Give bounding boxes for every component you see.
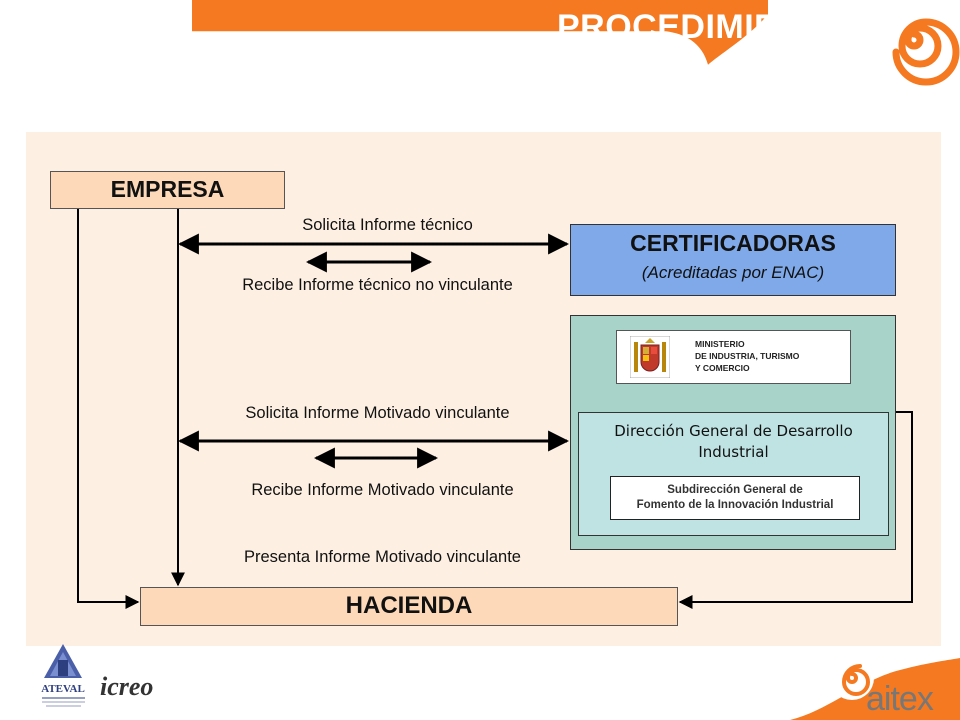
edge-label-recibe-motivado: Recibe Informe Motivado vinculante	[251, 481, 514, 499]
edge-label-solicita-tecnico: Solicita Informe técnico	[302, 216, 473, 234]
ministerio-line-1: MINISTERIO	[695, 339, 745, 349]
ministry-to-hacienda-elbow	[678, 411, 913, 609]
svg-text:ATEVAL: ATEVAL	[41, 683, 85, 695]
empresa-to-hacienda-elbow	[77, 209, 140, 609]
subdireccion-text: Subdirección General de Fomento de la In…	[610, 483, 860, 513]
ateval-logo-icon: ATEVAL	[41, 644, 85, 707]
direccion-general-text: Dirección General de Desarrollo Industri…	[578, 421, 889, 463]
subdireccion-line-2: Fomento de la Innovación Industrial	[636, 499, 834, 511]
direccion-general-line-1: Dirección General de Desarrollo	[614, 422, 853, 440]
edge-label-presenta-motivado: Presenta Informe Motivado vinculante	[244, 548, 521, 566]
ministerio-line-2: DE INDUSTRIA, TURISMO	[695, 351, 800, 361]
empresa-node: EMPRESA	[50, 171, 285, 209]
certificadoras-node: CERTIFICADORAS (Acreditadas por ENAC)	[570, 224, 896, 296]
icreo-logo: icreo	[100, 672, 154, 701]
ministerio-line-3: Y COMERCIO	[695, 363, 750, 373]
direccion-general-line-2: Industrial	[698, 443, 769, 461]
hacienda-node: HACIENDA	[140, 587, 678, 626]
subdireccion-node	[610, 476, 860, 520]
edge-label-solicita-motivado: Solicita Informe Motivado vinculante	[245, 404, 510, 422]
coat-of-arms-icon	[630, 336, 670, 378]
certificadoras-title: CERTIFICADORAS	[630, 230, 836, 256]
subdireccion-line-1: Subdirección General de	[667, 484, 803, 496]
page-title: PROCEDIMIENTO	[556, 8, 850, 46]
spiral-logo-icon	[874, 0, 960, 86]
ministerio-text: MINISTERIO DE INDUSTRIA, TURISMO Y COMER…	[695, 338, 799, 374]
certificadoras-subtitle: (Acreditadas por ENAC)	[641, 263, 825, 282]
edge-label-recibe-tecnico: Recibe Informe técnico no vinculante	[242, 276, 513, 294]
header-band	[192, 0, 768, 65]
aitex-logo-band-icon	[790, 656, 960, 720]
aitex-logo: aitex	[866, 680, 934, 718]
